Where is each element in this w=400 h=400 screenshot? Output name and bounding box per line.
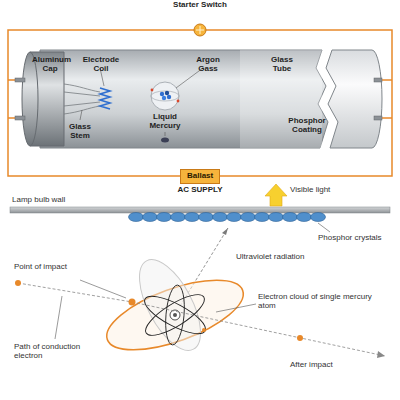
box-text: Ballast [187, 172, 213, 181]
electrode-coil [100, 88, 110, 109]
starter-switch [194, 24, 206, 36]
phosphor-crystal [269, 213, 284, 222]
part-label: Glass Tube [262, 55, 302, 73]
part-label: Path of conduction electron [14, 342, 104, 360]
phosphor-crystal [185, 213, 200, 222]
phosphor-crystal [311, 213, 326, 222]
phosphor-crystal [143, 213, 158, 222]
argon-atom [151, 82, 180, 110]
phosphor-crystals [129, 213, 326, 222]
leader-lines [55, 223, 330, 339]
phosphor-crystal [157, 213, 172, 222]
aluminum-cap [15, 52, 382, 146]
ballast-box: Ballast [180, 169, 220, 184]
glass-tube [40, 50, 382, 148]
leader-lines [80, 68, 203, 120]
glass-stem [64, 84, 100, 114]
part-label: Lamp bulb wall [12, 195, 102, 204]
part-label: AC SUPPLY [170, 185, 230, 194]
phosphor-crystal [199, 213, 214, 222]
part-label: Phosphor Coating [282, 116, 332, 134]
part-label: Phosphor crystals [318, 233, 388, 242]
phosphor-crystal [171, 213, 186, 222]
phosphor-crystal [297, 213, 312, 222]
part-label: Liquid Mercury [140, 112, 190, 130]
part-label: Electron cloud of single mercury atom [258, 292, 378, 310]
mercury-atom [98, 251, 251, 365]
phosphor-crystal [213, 213, 228, 222]
phosphor-crystal [129, 213, 144, 222]
part-label: After impact [290, 360, 360, 369]
phosphor-crystal [255, 213, 270, 222]
phosphor-crystal [227, 213, 242, 222]
phosphor-crystal [283, 213, 298, 222]
part-label: Electrode Coil [78, 55, 124, 73]
liquid-mercury [161, 132, 169, 143]
part-label: Starter Switch [172, 0, 228, 9]
circuit-wire [8, 30, 392, 176]
part-label: Visible light [290, 185, 340, 194]
part-label: Aluminum Cap [32, 55, 68, 73]
phosphor-crystal [241, 213, 256, 222]
visible-light-arrow [265, 184, 287, 206]
part-label: Ultraviolet radiation [236, 252, 306, 261]
part-label: Argon Gass [190, 55, 226, 73]
lamp-bulb-wall [10, 207, 390, 213]
part-label: Point of impact [14, 262, 94, 271]
part-label: Glass Stem [62, 122, 98, 140]
